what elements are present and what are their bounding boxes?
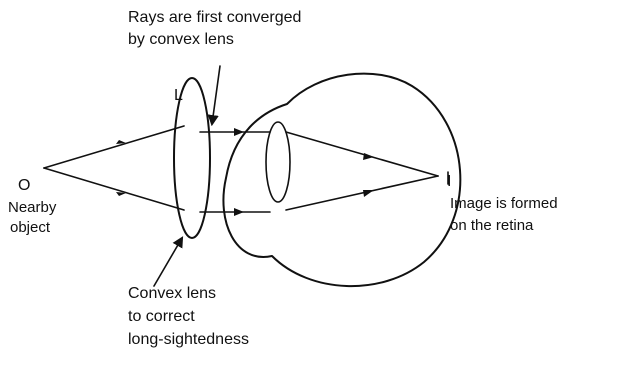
ray-lower-arrowhead-1 (116, 192, 126, 196)
ray-lower-arrowhead-3 (363, 190, 374, 197)
eyeball-outline (222, 72, 462, 287)
bottom-caption-line-3: long-sightedness (128, 331, 249, 348)
top-caption-pointer-arrow (207, 65, 221, 127)
object-caption-line-2: object (10, 219, 51, 236)
object-letter-O: O (18, 177, 30, 194)
image-caption-line-1: Image is formed (450, 195, 558, 212)
lens-letter-L: L (174, 87, 183, 104)
bottom-caption-pointer-arrow (153, 236, 184, 287)
eye-lens (265, 121, 291, 203)
top-caption-line-1: Rays are first converged (128, 9, 301, 26)
image-letter-I: I (447, 173, 451, 190)
ray-lower-eye-to-retina (285, 175, 439, 211)
ray-lower-object-to-lens (43, 167, 185, 211)
bottom-caption-line-1: Convex lens (128, 285, 216, 302)
convex-lens-L (173, 77, 211, 239)
ray-upper-object-to-lens (43, 125, 185, 169)
ray-upper-arrowhead-2 (234, 128, 244, 136)
ray-arrowheads (116, 128, 374, 216)
ray-upper-arrowhead-1 (116, 140, 126, 144)
ray-lower-arrowhead-2 (234, 208, 244, 216)
bottom-caption-line-2: to correct (128, 308, 195, 325)
object-caption-line-1: Nearby (8, 199, 57, 216)
ray-upper-arrowhead-3 (363, 153, 374, 160)
top-caption-line-2: by convex lens (128, 31, 234, 48)
image-caption-line-2: on the retina (450, 217, 534, 234)
light-rays (43, 125, 439, 213)
ray-upper-eye-to-retina (285, 131, 439, 177)
